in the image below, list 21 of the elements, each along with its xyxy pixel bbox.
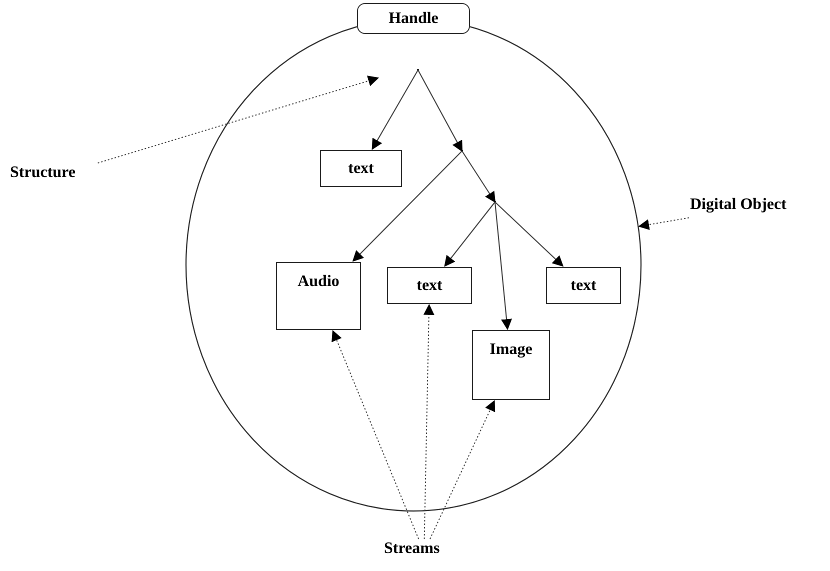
leader-arrow [332,330,420,540]
arrow [494,202,512,330]
arrow [372,70,418,150]
arrow [462,150,496,203]
stream-box: Audio [276,262,361,330]
arrow [418,70,463,152]
stream-box: text [387,267,472,304]
stream-box: Image [472,330,550,400]
callout-label: Structure [10,164,76,182]
stream-box: text [320,150,402,187]
stream-box: text [546,267,621,304]
callout-label: Digital Object [690,196,786,214]
arrow [352,150,462,262]
leader-arrow [430,400,496,540]
leader-arrow [423,304,434,540]
handle-box: Handle [357,3,470,34]
leader-arrow [638,217,690,230]
arrow [444,202,496,267]
leader-arrow [97,76,380,164]
callout-label: Streams [384,540,440,558]
arrow [494,202,564,267]
